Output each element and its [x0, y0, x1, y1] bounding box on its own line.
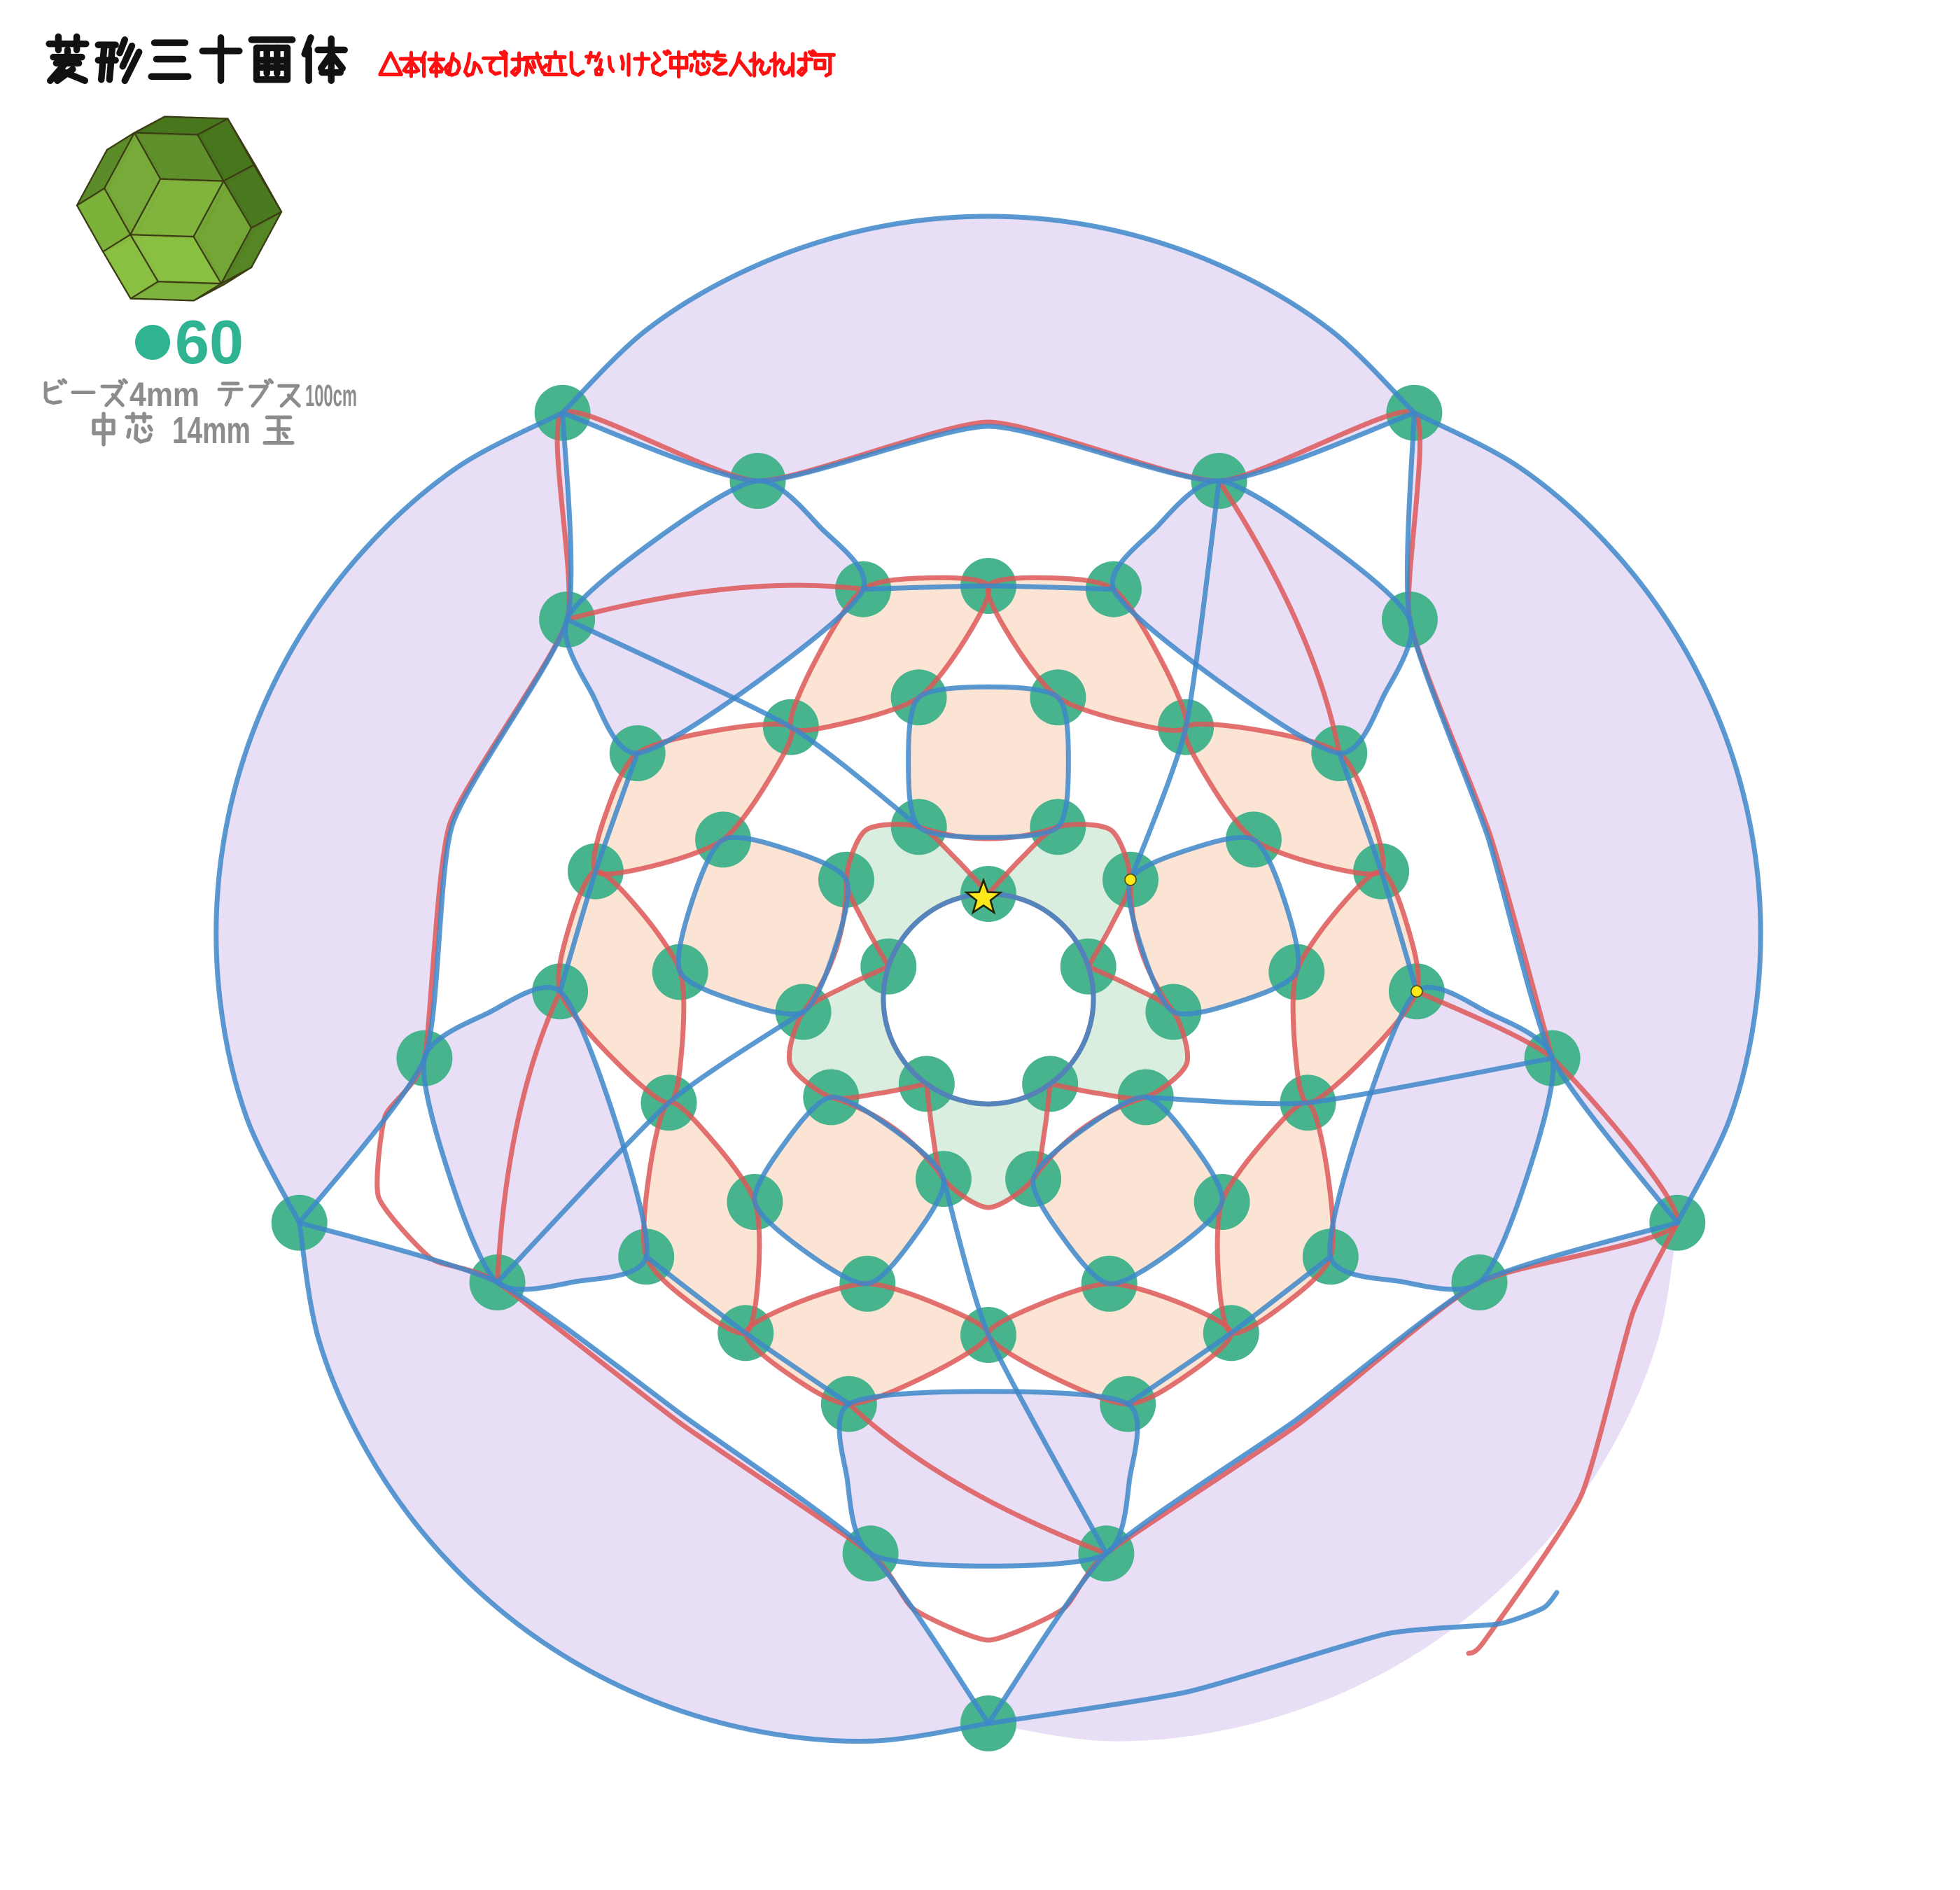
svg-text:4mm: 4mm — [130, 377, 200, 414]
svg-text:14mm: 14mm — [172, 410, 251, 451]
svg-text:60: 60 — [175, 307, 244, 377]
svg-text:100cm: 100cm — [305, 379, 357, 413]
